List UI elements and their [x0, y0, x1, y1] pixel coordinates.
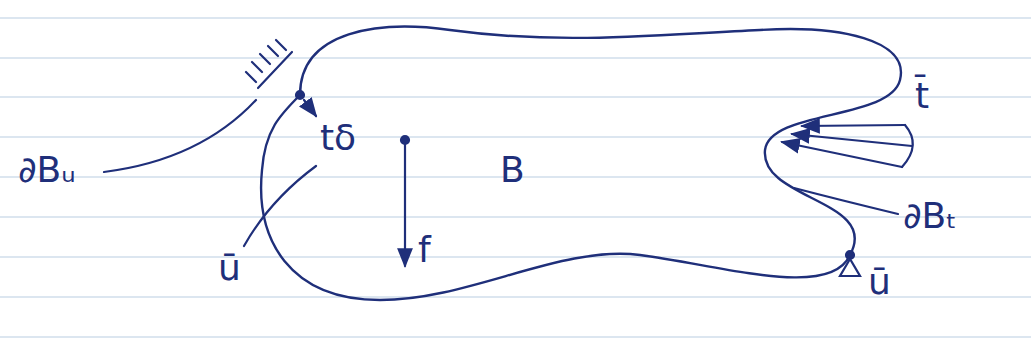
displacement-label: ū	[218, 248, 241, 288]
body-force-arrow	[404, 144, 406, 266]
displacement-label: ū	[868, 262, 891, 302]
ruled-lines	[0, 18, 1031, 337]
leader-line	[244, 166, 316, 246]
leader-line	[104, 100, 256, 172]
reaction-label: tδ	[320, 118, 356, 158]
body-label: B	[500, 150, 525, 190]
boundary-label: ∂Bᵤ	[18, 150, 76, 190]
body-force-point	[401, 136, 409, 144]
traction-arrow	[802, 125, 905, 126]
boundary-label: ∂Bₜ	[903, 196, 957, 236]
outline	[240, 10, 960, 310]
traction-label: t̄	[915, 76, 929, 116]
roller-symbol	[840, 259, 860, 276]
reaction-arrow	[304, 100, 316, 116]
support-hatch	[246, 40, 292, 88]
body-outline	[261, 27, 901, 300]
traction-arrow	[792, 134, 912, 146]
traction-arrow	[782, 142, 902, 167]
force-label: f	[418, 230, 431, 270]
leader-line	[794, 188, 898, 214]
body-region: B	[240, 10, 960, 310]
